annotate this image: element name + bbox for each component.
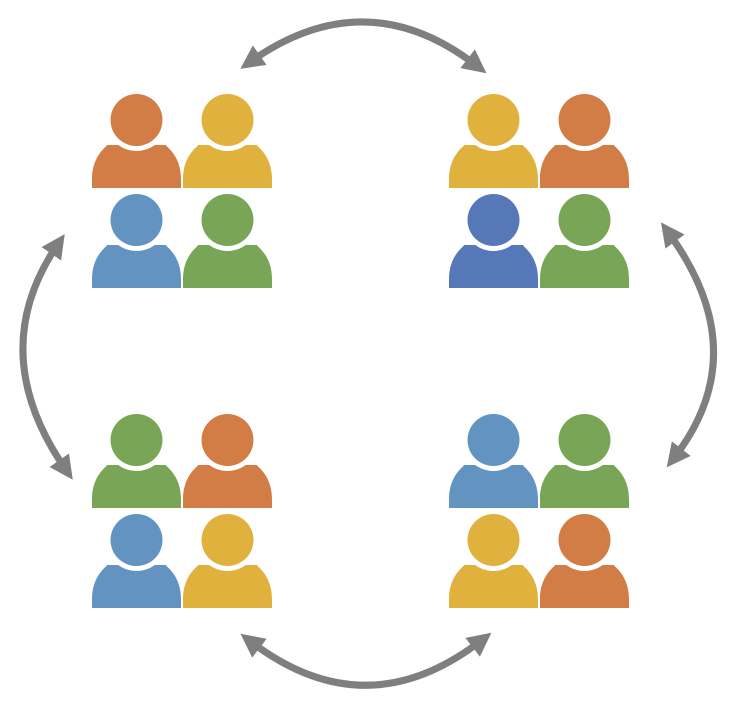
- person-icon: [449, 509, 538, 608]
- person-body: [183, 245, 272, 288]
- person-icon: [92, 509, 181, 608]
- person-head: [558, 194, 611, 246]
- person-icon: [449, 89, 538, 188]
- person-body: [92, 245, 181, 288]
- person-head: [558, 514, 611, 566]
- person-icon: [540, 409, 629, 508]
- person-body: [540, 565, 629, 608]
- person-head: [201, 514, 254, 566]
- group-bottom-right: [449, 409, 629, 608]
- person-body: [540, 145, 629, 188]
- person-body: [540, 245, 629, 288]
- person-icon: [92, 409, 181, 508]
- person-body: [449, 565, 538, 608]
- person-icon: [183, 409, 272, 508]
- person-head: [467, 94, 520, 146]
- person-head: [201, 94, 254, 146]
- person-body: [449, 465, 538, 508]
- arrow-bottom: [240, 632, 492, 689]
- person-head: [467, 514, 520, 566]
- person-icon: [92, 89, 181, 188]
- person-icon: [92, 189, 181, 288]
- person-icon: [449, 409, 538, 508]
- person-icon: [540, 89, 629, 188]
- person-icon: [540, 189, 629, 288]
- person-body: [92, 145, 181, 188]
- person-head: [110, 94, 163, 146]
- person-body: [540, 465, 629, 508]
- group-bottom-left: [92, 409, 272, 608]
- person-body: [183, 145, 272, 188]
- person-icon: [183, 89, 272, 188]
- person-body: [183, 465, 272, 508]
- person-head: [467, 194, 520, 246]
- person-head: [110, 194, 163, 246]
- person-body: [449, 145, 538, 188]
- person-body: [183, 565, 272, 608]
- group-top-right: [449, 89, 629, 288]
- arrow-top: [240, 18, 487, 74]
- person-head: [110, 414, 163, 466]
- groups-layer: [92, 89, 629, 608]
- person-head: [467, 414, 520, 466]
- person-head: [558, 94, 611, 146]
- person-body: [92, 465, 181, 508]
- person-icon: [183, 509, 272, 608]
- arrows-layer: [19, 18, 718, 689]
- person-head: [201, 194, 254, 246]
- person-icon: [183, 189, 272, 288]
- arrow-left: [19, 234, 73, 480]
- person-icon: [449, 189, 538, 288]
- person-body: [92, 565, 181, 608]
- person-head: [110, 514, 163, 566]
- group-top-left: [92, 89, 272, 288]
- person-icon: [540, 509, 629, 608]
- person-head: [558, 414, 611, 466]
- person-head: [201, 414, 254, 466]
- arrow-right: [660, 222, 718, 468]
- person-body: [449, 245, 538, 288]
